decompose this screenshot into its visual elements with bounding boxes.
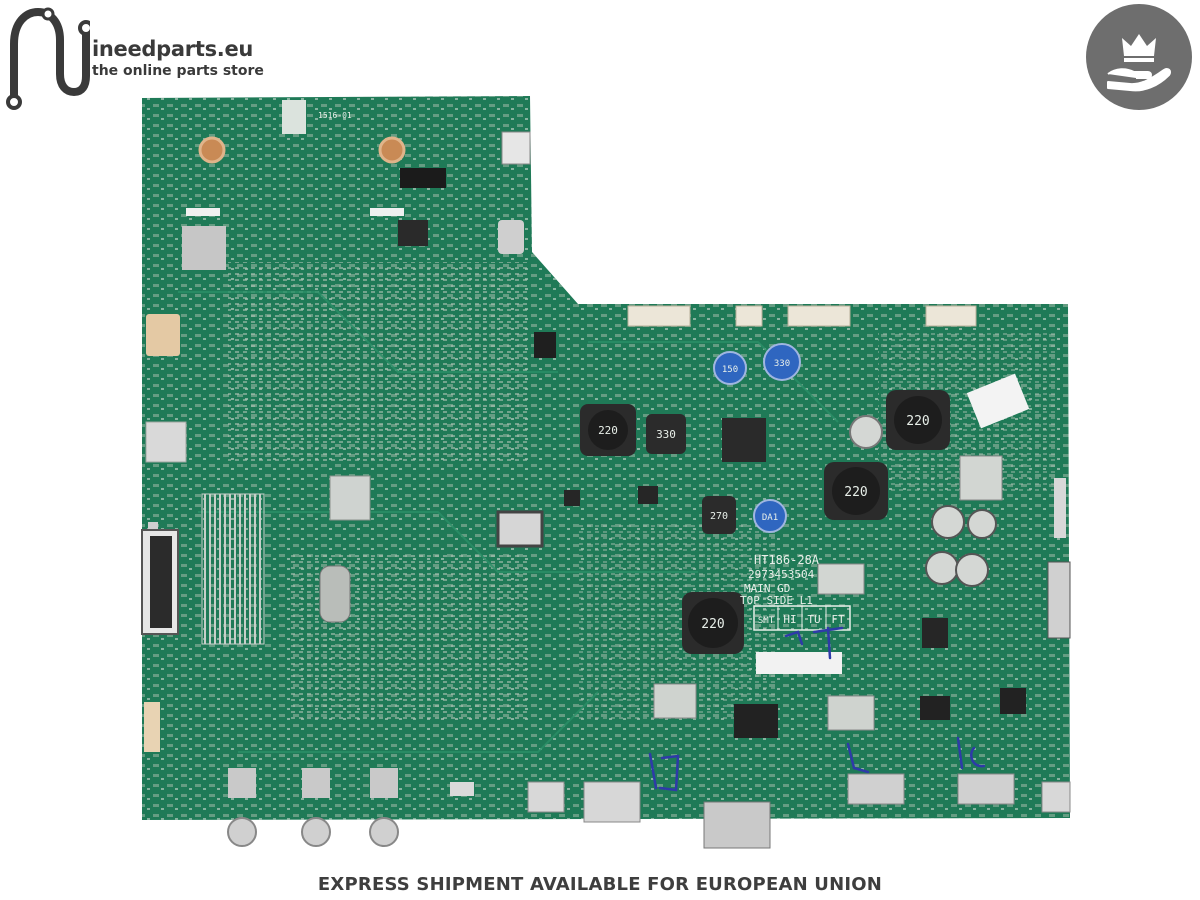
capacitor-label-1: 150	[722, 365, 738, 375]
inductor-group: 220 330 220 270 220 220	[580, 390, 950, 654]
capacitor-label-3: DA1	[762, 513, 778, 523]
qc-cell-3: TU	[807, 613, 820, 626]
qc-table: SMT HI TU FT	[753, 605, 851, 674]
board-side-label-text: TOP SIDE L1	[740, 594, 813, 607]
main-board-photo: 220 330 220 270 220 220 150 330 DA1 1516…	[141, 96, 1071, 849]
capacitor-label-2: 330	[774, 359, 790, 369]
crown-hand-icon	[1107, 34, 1172, 92]
brand-tagline: the online parts store	[92, 63, 264, 79]
inductor-label-2: 330	[656, 428, 676, 441]
qc-cell-4: FT	[831, 613, 845, 626]
board-top-code: 1516-01	[318, 111, 352, 120]
inductor-label-6: 220	[701, 617, 724, 632]
shipping-banner: EXPRESS SHIPMENT AVAILABLE FOR EUROPEAN …	[317, 874, 883, 895]
qc-cell-2: HI	[783, 613, 796, 626]
inductor-label-4: 270	[710, 511, 728, 522]
inductor-label-1: 220	[598, 424, 618, 437]
inductor-label-5: 220	[844, 485, 867, 500]
board-model-text: HT186-28A	[754, 553, 820, 567]
qc-cell-1: SMT	[758, 616, 775, 626]
brand-name: ineedparts.eu	[92, 37, 254, 61]
handwritten-marks	[648, 626, 986, 792]
board-main-label-text: MAIN GD	[744, 582, 790, 595]
capacitor-group: 150 330 DA1	[713, 343, 997, 587]
premium-badge	[1086, 4, 1192, 110]
bottom-connectors	[227, 768, 1071, 849]
circuit-logo-icon	[6, 7, 90, 110]
inductor-label-3: 220	[906, 414, 929, 429]
board-part-number-text: 2973453504	[748, 568, 815, 581]
brand-logo[interactable]: ineedparts.eu the online parts store	[4, 4, 294, 112]
